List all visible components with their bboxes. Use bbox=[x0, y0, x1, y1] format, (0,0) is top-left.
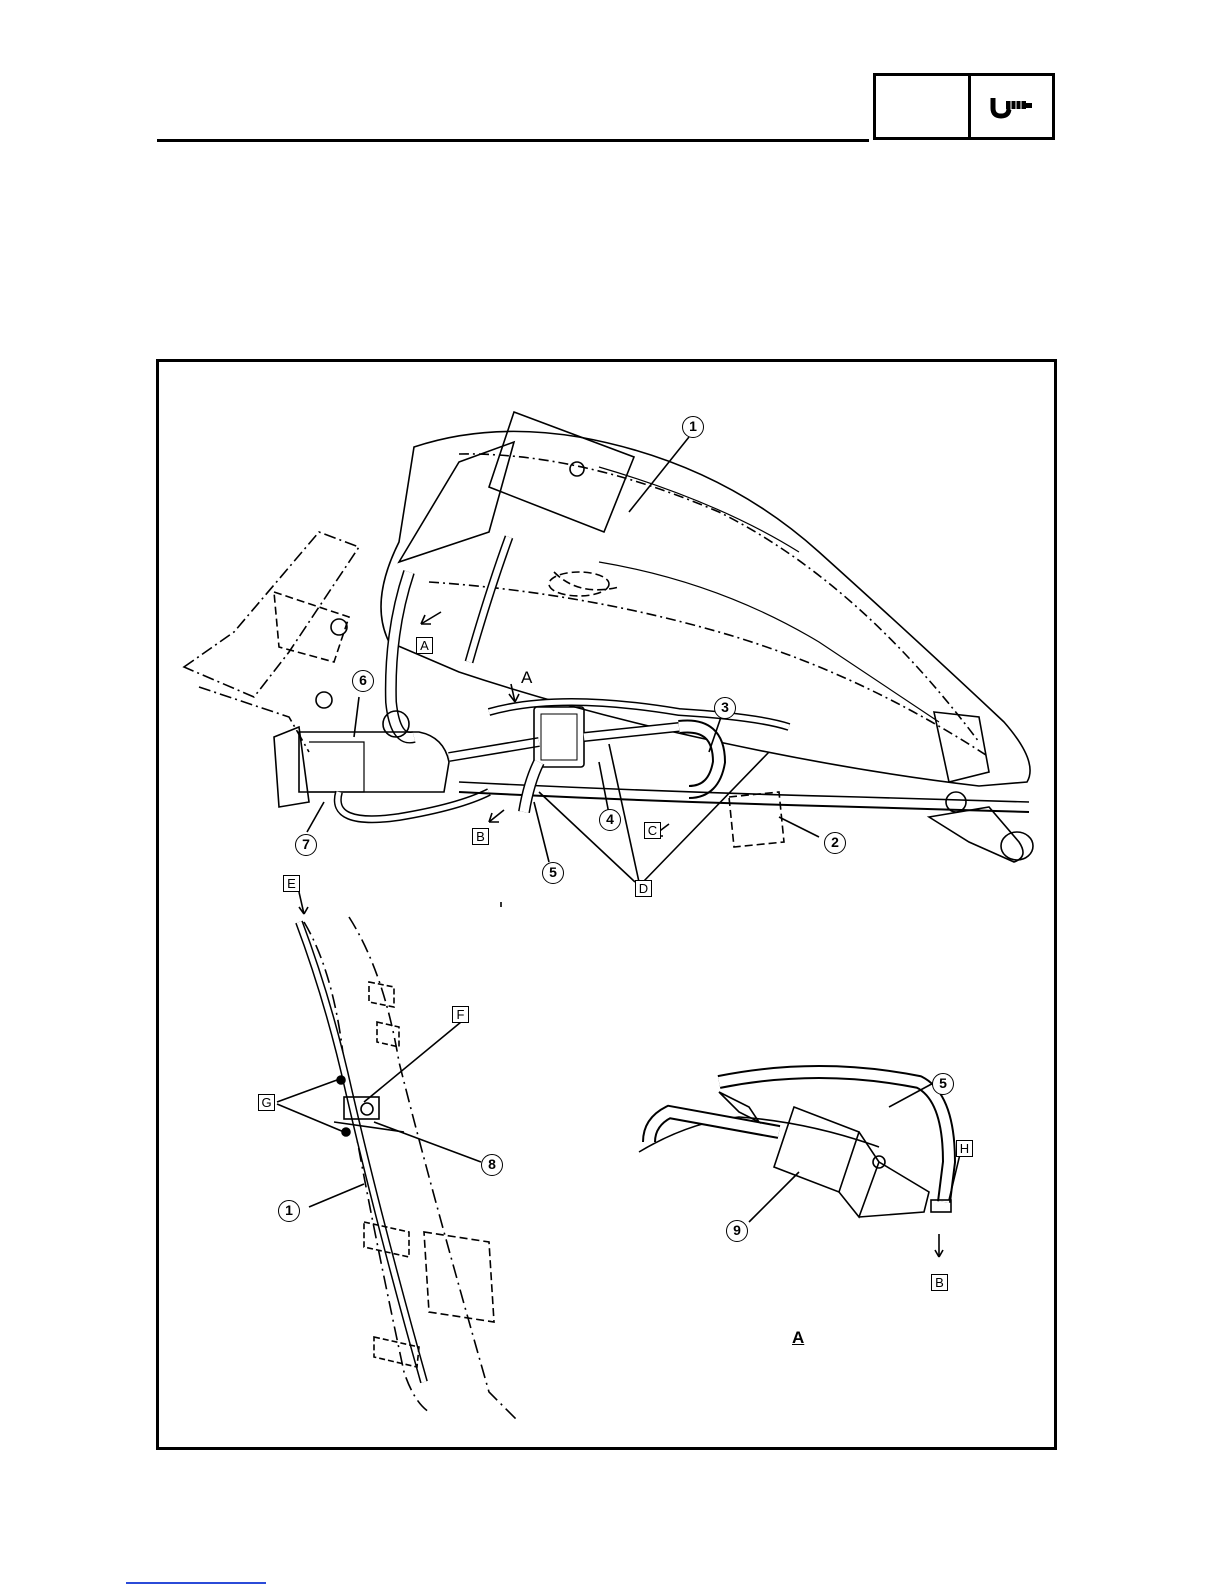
callout-9: 9 bbox=[726, 1220, 748, 1242]
view-a-arrow-label: A bbox=[521, 668, 532, 688]
footer-link-underline[interactable] bbox=[126, 1582, 266, 1584]
label-box-b-detail: B bbox=[931, 1274, 948, 1291]
hose-routing-drawing bbox=[159, 362, 1054, 1447]
callout-6: 6 bbox=[352, 670, 374, 692]
label-box-d: D bbox=[635, 880, 652, 897]
callout-5-detail: 5 bbox=[932, 1073, 954, 1095]
header-rule bbox=[157, 139, 869, 142]
label-box-f: F bbox=[452, 1006, 469, 1023]
label-box-c: C bbox=[644, 822, 661, 839]
callout-1-top: 1 bbox=[682, 416, 704, 438]
diagram-frame: 1 3 2 4 5 6 7 8 1 5 9 A B C D E F G H B … bbox=[156, 359, 1057, 1450]
callout-5-main: 5 bbox=[542, 862, 564, 884]
label-box-b-main: B bbox=[472, 828, 489, 845]
label-box-e: E bbox=[283, 875, 300, 892]
section-header-box bbox=[873, 73, 1055, 140]
section-code-cell bbox=[876, 76, 971, 137]
callout-3: 3 bbox=[714, 697, 736, 719]
label-box-a: A bbox=[416, 637, 433, 654]
view-a-detail-title: A bbox=[792, 1328, 804, 1348]
micrometer-icon bbox=[971, 76, 1052, 137]
callout-7: 7 bbox=[295, 834, 317, 856]
callout-2: 2 bbox=[824, 832, 846, 854]
callout-8: 8 bbox=[481, 1154, 503, 1176]
label-box-g: G bbox=[258, 1094, 275, 1111]
callout-4: 4 bbox=[599, 809, 621, 831]
callout-1-lower: 1 bbox=[278, 1200, 300, 1222]
label-box-h: H bbox=[956, 1140, 973, 1157]
